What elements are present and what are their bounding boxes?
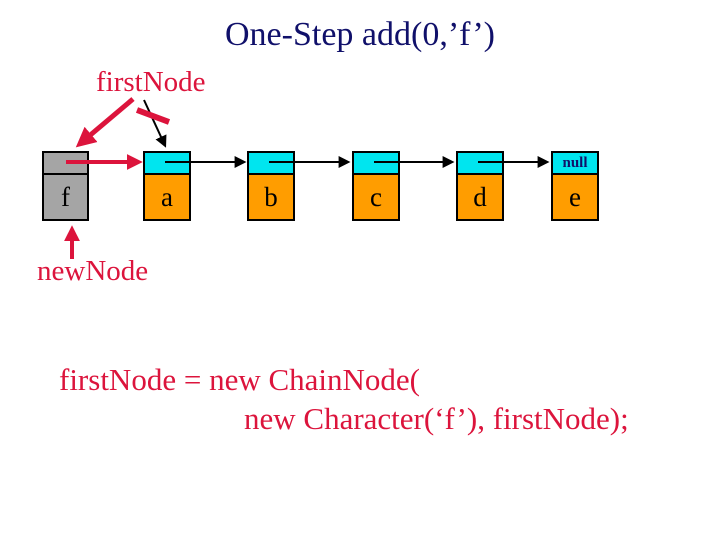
new-node-value: f [44,175,87,219]
node-d-value: d [458,175,502,219]
first-node-to-new-node-arrow [75,97,135,148]
code-line-1: firstNode = new ChainNode( [59,362,420,397]
code-line-2: new Character(‘f’), firstNode); [244,401,629,436]
chain-node-e: null e [551,151,599,221]
node-a-value: a [145,175,189,219]
chain-node-c: c [352,151,400,221]
new-node-pointer-field [44,153,87,175]
node-e-value: e [553,175,597,219]
node-c-pointer-field [354,153,398,175]
chain-node-d: d [456,151,504,221]
node-c-value: c [354,175,398,219]
node-a-pointer-field [145,153,189,175]
chain-node-a: a [143,151,191,221]
chain-node-b: b [247,151,295,221]
node-d-pointer-field [458,153,502,175]
node-b-value: b [249,175,293,219]
node-e-pointer-field: null [553,153,597,175]
null-label: null [562,155,588,171]
first-node-old-arrow [143,99,167,148]
slide-title: One-Step add(0,’f’) [225,16,495,53]
node-b-pointer-field [249,153,293,175]
new-node-label: newNode [37,255,149,287]
crossed-out-slash [135,107,171,125]
first-node-label: firstNode [96,66,206,98]
new-node-box: f [42,151,89,221]
